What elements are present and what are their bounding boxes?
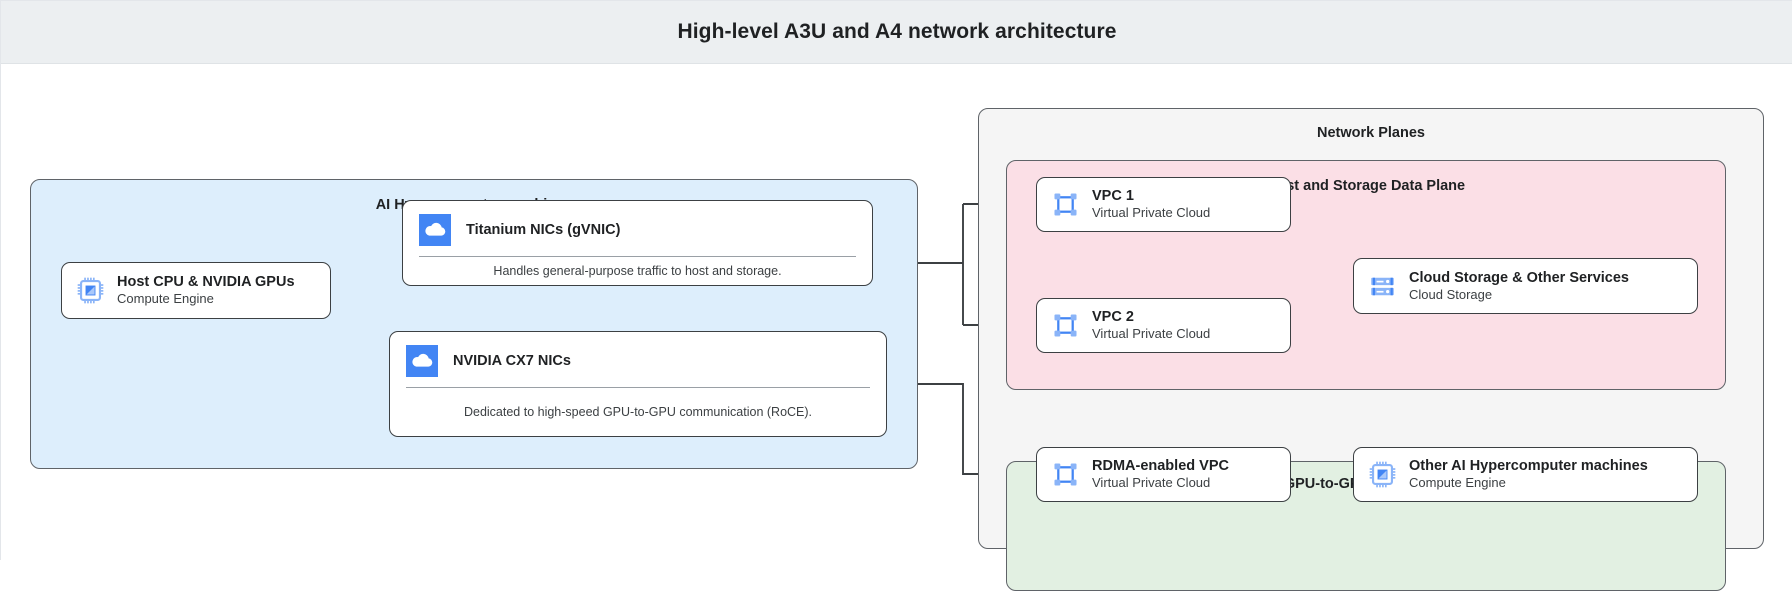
node-title: Titanium NICs (gVNIC): [466, 222, 621, 238]
node-cloud-storage-other-services[interactable]: Cloud Storage & Other Services Cloud Sto…: [1353, 258, 1698, 314]
page-title: High-level A3U and A4 network architectu…: [677, 20, 1117, 43]
node-other-ai-hypercomputer-machines[interactable]: Other AI Hypercomputer machines Compute …: [1353, 447, 1698, 502]
node-title: Host CPU & NVIDIA GPUs: [117, 274, 295, 291]
node-nvidia-cx7-nics[interactable]: NVIDIA CX7 NICs Dedicated to high-speed …: [389, 331, 887, 437]
node-vpc-2[interactable]: VPC 2 Virtual Private Cloud: [1036, 298, 1291, 353]
divider: [419, 256, 856, 258]
node-host-cpu-gpus[interactable]: Host CPU & NVIDIA GPUs Compute Engine: [61, 262, 331, 319]
node-subtitle: Cloud Storage: [1409, 286, 1493, 302]
node-vpc-1[interactable]: VPC 1 Virtual Private Cloud: [1036, 177, 1291, 232]
vpc-network-icon: [1054, 463, 1077, 486]
cpu-chip-icon: [77, 277, 104, 304]
group-label-host-storage-plane: Host and Storage Data Plane: [1266, 178, 1466, 194]
storage-server-icon: [1371, 277, 1394, 295]
node-subtitle: Virtual Private Cloud: [1092, 205, 1211, 221]
vpc-network-icon: [1054, 314, 1077, 337]
group-label-network-planes: Network Planes: [1317, 125, 1425, 141]
cloud-icon: [419, 214, 451, 246]
cloud-icon: [406, 345, 438, 377]
node-title: VPC 1: [1092, 188, 1134, 205]
node-titanium-nics[interactable]: Titanium NICs (gVNIC) Handles general-pu…: [402, 200, 873, 286]
divider: [406, 387, 870, 389]
node-title: VPC 2: [1092, 309, 1134, 326]
node-subtitle: Compute Engine: [117, 291, 214, 307]
node-title: Other AI Hypercomputer machines: [1409, 458, 1648, 475]
diagram-header: High-level A3U and A4 network architectu…: [1, 1, 1792, 64]
node-title: RDMA-enabled VPC: [1092, 458, 1229, 475]
node-caption: Handles general-purpose traffic to host …: [493, 264, 782, 279]
vpc-network-icon: [1054, 193, 1077, 216]
node-title: Cloud Storage & Other Services: [1409, 269, 1629, 286]
node-caption: Dedicated to high-speed GPU-to-GPU commu…: [463, 405, 813, 420]
node-subtitle: Virtual Private Cloud: [1092, 475, 1211, 491]
node-rdma-enabled-vpc[interactable]: RDMA-enabled VPC Virtual Private Cloud: [1036, 447, 1291, 502]
node-subtitle: Virtual Private Cloud: [1092, 326, 1211, 342]
node-title: NVIDIA CX7 NICs: [453, 353, 571, 369]
cpu-chip-icon: [1369, 461, 1396, 488]
diagram-canvas: AI Hypercomputer machines: [1, 64, 1792, 591]
node-subtitle: Compute Engine: [1409, 475, 1506, 491]
